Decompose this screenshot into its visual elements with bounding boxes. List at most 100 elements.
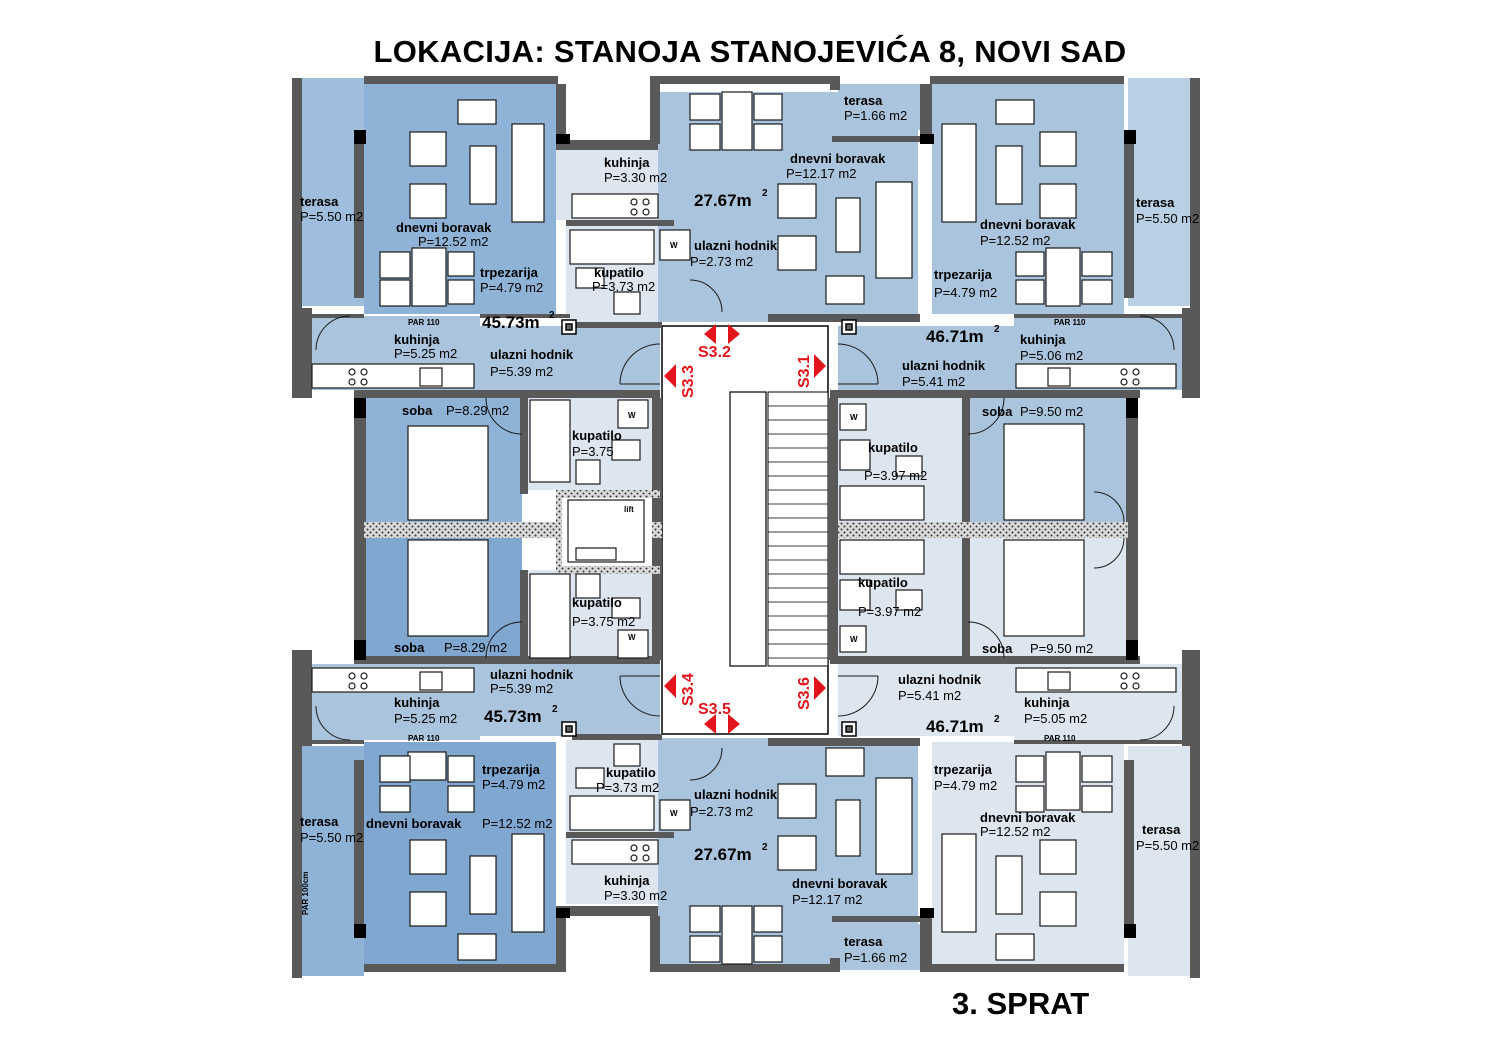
- room-name: kupatilo: [868, 440, 918, 455]
- room-area: P=5.25 m2: [394, 711, 457, 726]
- room-area: P=5.41 m2: [902, 374, 965, 389]
- unit-superscript: 2: [994, 324, 1000, 335]
- room-name: terasa: [844, 934, 883, 949]
- marker-arrow: [704, 324, 716, 344]
- room-name: kuhinja: [604, 155, 650, 170]
- room-area: P=12.52 m2: [482, 816, 552, 831]
- room-name: kuhinja: [394, 332, 440, 347]
- room-name: dnevni boravak: [790, 151, 886, 166]
- room-area: P=3.75: [572, 444, 614, 459]
- room-area: P=5.06 m2: [1020, 348, 1083, 363]
- marker-arrow: [814, 354, 826, 378]
- wc-label: W: [670, 241, 678, 250]
- apartment-area-total: 27.67m: [694, 191, 752, 210]
- room-name: trpezarija: [934, 267, 993, 282]
- room-name: ulazni hodnik: [490, 347, 574, 362]
- room-name: ulazni hodnik: [490, 667, 574, 682]
- room-area: P=12.52 m2: [980, 824, 1050, 839]
- room-name: terasa: [300, 814, 339, 829]
- marker-arrow: [728, 714, 740, 734]
- marker-s35: S3.5: [698, 701, 731, 718]
- room-area: P=12.52 m2: [418, 234, 488, 249]
- room-area: P=3.73 m2: [592, 279, 655, 294]
- marker-arrow: [814, 676, 826, 700]
- room-name: soba: [394, 640, 425, 655]
- room-area: P=9.50 m2: [1030, 641, 1093, 656]
- room-area: P=5.50 m2: [1136, 838, 1199, 853]
- shafts: [561, 319, 857, 737]
- unit-superscript: 2: [549, 310, 555, 321]
- room-area: P=4.79 m2: [934, 778, 997, 793]
- room-name: kupatilo: [606, 765, 656, 780]
- room-area: P=3.73 m2: [596, 780, 659, 795]
- room-area: P=5.50 m2: [300, 830, 363, 845]
- wc-label: W: [628, 633, 636, 642]
- room-name: ulazni hodnik: [902, 358, 986, 373]
- room-name: trpezarija: [482, 762, 541, 777]
- room-name: terasa: [1142, 822, 1181, 837]
- marker-s31: S3.1: [796, 355, 813, 388]
- room-area: P=3.30 m2: [604, 170, 667, 185]
- room-area: P=5.41 m2: [898, 688, 961, 703]
- marker-s36: S3.6: [796, 677, 813, 710]
- room-area: P=12.17 m2: [792, 892, 862, 907]
- room-area: P=4.79 m2: [480, 280, 543, 295]
- room-name: kuhinja: [1020, 332, 1066, 347]
- room-area: P=2.73 m2: [690, 254, 753, 269]
- room-area: P=9.50 m2: [1020, 404, 1083, 419]
- marker-arrow: [704, 714, 716, 734]
- door-swings: [315, 279, 1175, 781]
- room-name: dnevni boravak: [792, 876, 888, 891]
- walls: [292, 76, 1200, 978]
- marker-arrow: [728, 324, 740, 344]
- par-label: PAR 110: [1054, 318, 1086, 327]
- marker-arrow: [664, 364, 676, 388]
- room-name: soba: [982, 641, 1013, 656]
- unit-superscript: 2: [762, 842, 768, 853]
- room-name: kuhinja: [604, 873, 650, 888]
- room-area: P=3.97 m2: [858, 604, 921, 619]
- room-name: dnevni boravak: [980, 217, 1076, 232]
- apartment-area-total: 27.67m: [694, 845, 752, 864]
- wc-label: W: [850, 635, 858, 644]
- room-name: terasa: [844, 93, 883, 108]
- par-label: PAR 110: [1044, 734, 1076, 743]
- marker-s32: S3.2: [698, 344, 731, 361]
- window-labels: PAR 110 PAR 110 PAR 110 PAR 110 PAR 100c…: [301, 241, 1086, 915]
- room-area: P=5.39 m2: [490, 681, 553, 696]
- apartment-area-total: 46.71m: [926, 327, 984, 346]
- room-name: trpezarija: [934, 762, 993, 777]
- room-name: terasa: [1136, 195, 1175, 210]
- par-label: PAR 110: [408, 318, 440, 327]
- apartment-area-total: 46.71m: [926, 717, 984, 736]
- room-area: P=3.30 m2: [604, 888, 667, 903]
- room-name: kupatilo: [858, 575, 908, 590]
- marker-s34: S3.4: [680, 673, 697, 706]
- room-name: dnevni boravak: [396, 220, 492, 235]
- furniture: [311, 91, 1177, 965]
- par-label: PAR 100cm: [301, 872, 310, 915]
- apartment-area-total: 45.73m: [482, 313, 540, 332]
- room-area: P=1.66 m2: [844, 950, 907, 965]
- floor-label: 3. SPRAT: [952, 986, 1090, 1021]
- room-area: P=5.25 m2: [394, 346, 457, 361]
- room-name: kuhinja: [1024, 695, 1070, 710]
- room-area: P=3.75 m2: [572, 614, 635, 629]
- room-area: P=2.73 m2: [690, 804, 753, 819]
- wc-label: W: [670, 809, 678, 818]
- room-name: kupatilo: [572, 428, 622, 443]
- room-name: kuhinja: [394, 695, 440, 710]
- room-area: P=5.50 m2: [300, 209, 363, 224]
- room-area: P=4.79 m2: [482, 777, 545, 792]
- wc-label: W: [850, 413, 858, 422]
- par-label: PAR 110: [408, 734, 440, 743]
- apartment-totals: 45.73m 2 27.67m 2 46.71m 2 45.73m 2 27.6…: [482, 188, 1000, 864]
- room-labels: terasa P=1.66 m2 kuhinja P=3.30 m2 dnevn…: [300, 93, 1199, 965]
- room-area: P=12.52 m2: [980, 233, 1050, 248]
- room-area: P=8.29 m2: [446, 403, 509, 418]
- lift-label: lift: [624, 505, 634, 514]
- room-area: P=3.97 m2: [864, 468, 927, 483]
- unit-superscript: 2: [762, 188, 768, 199]
- room-area: P=1.66 m2: [844, 108, 907, 123]
